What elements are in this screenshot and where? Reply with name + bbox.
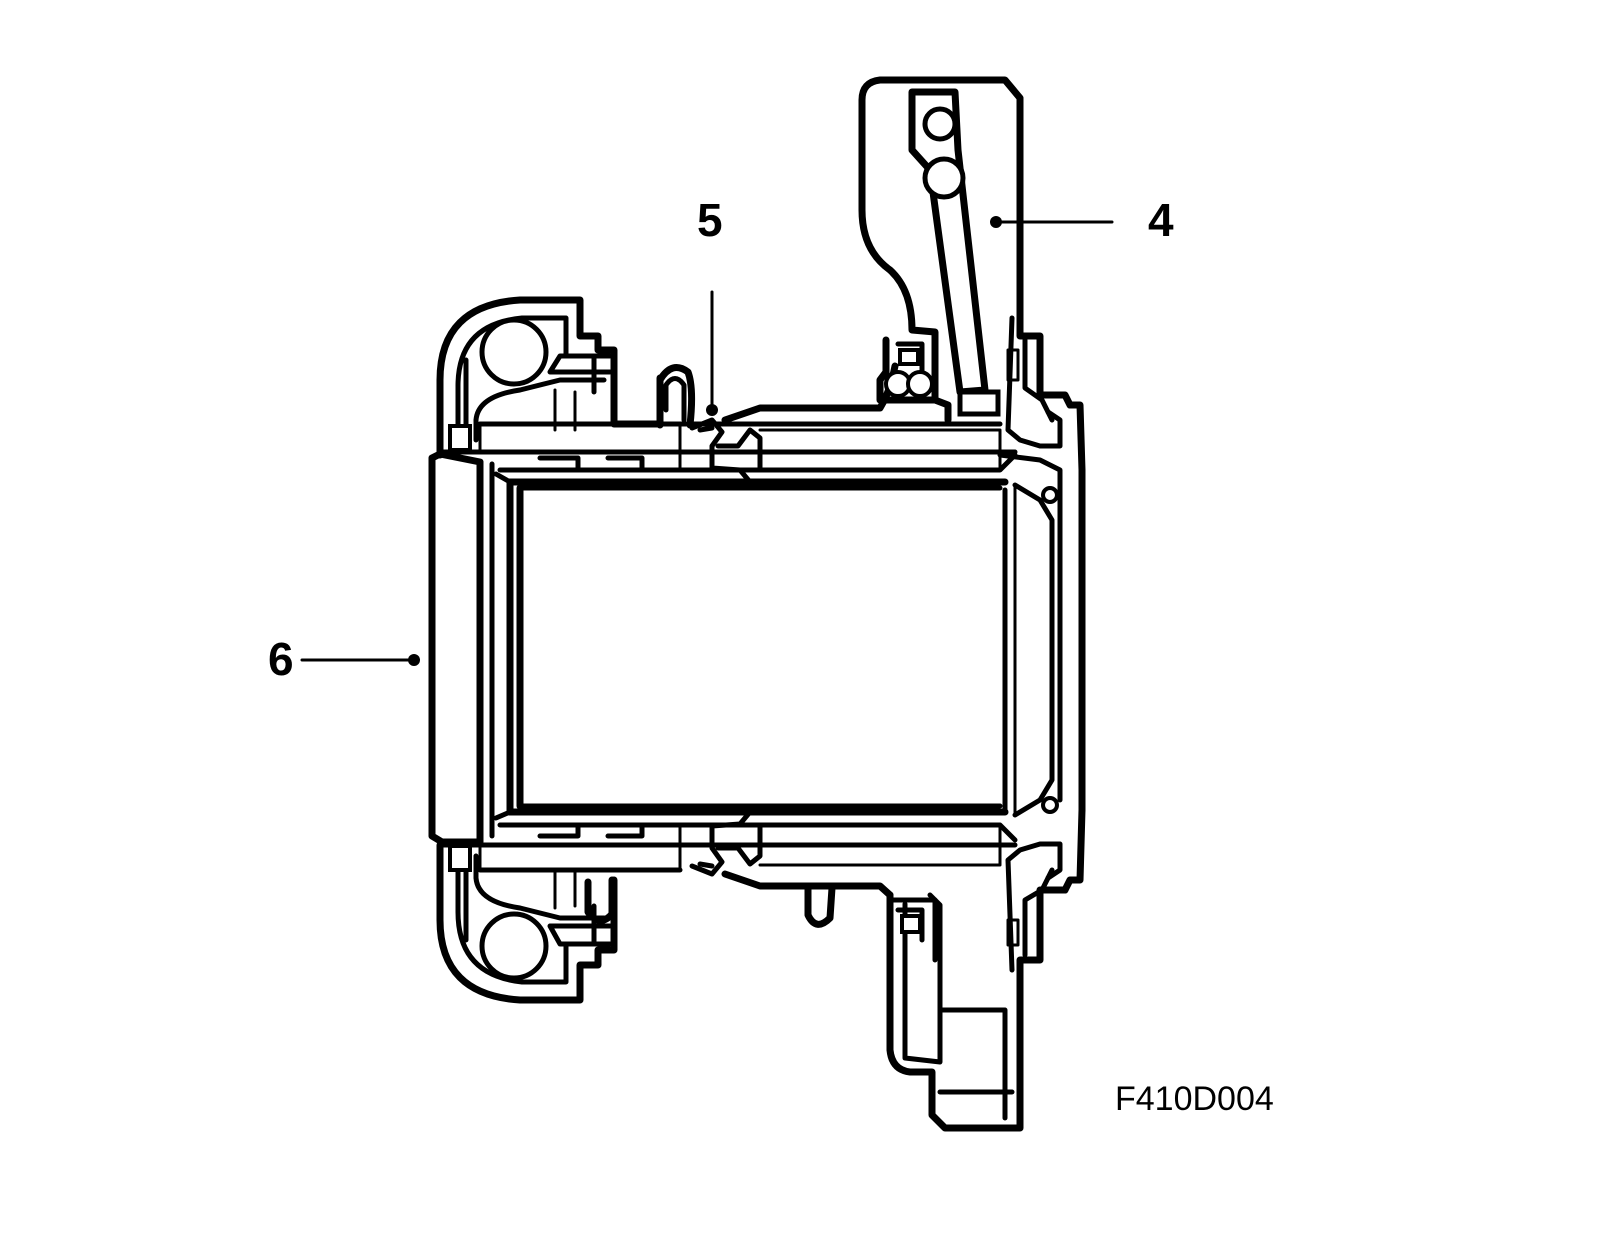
callout-4: 4 <box>990 194 1174 246</box>
right-plate <box>997 306 1086 818</box>
lower-sleeve <box>437 822 1018 873</box>
callout-5: 5 <box>697 194 723 412</box>
upper-pin-clip <box>656 364 696 429</box>
callout-label-4: 4 <box>1148 194 1174 246</box>
callout-label-5: 5 <box>697 194 723 246</box>
callout-label-6: 6 <box>268 633 294 685</box>
figure-code: F410D004 <box>1115 1080 1274 1118</box>
upper-rollers <box>876 336 939 404</box>
upper-bearing-housing <box>436 296 664 459</box>
release-bearing-body <box>428 450 1009 846</box>
lower-right-plate <box>1005 796 1086 979</box>
lower-seal <box>689 809 894 899</box>
upper-sleeve <box>437 421 1018 473</box>
lower-bearing-housing <box>436 841 618 1004</box>
release-fork-arm <box>858 76 1024 424</box>
lower-bracket <box>886 891 1024 1132</box>
callout-6: 6 <box>268 633 420 685</box>
